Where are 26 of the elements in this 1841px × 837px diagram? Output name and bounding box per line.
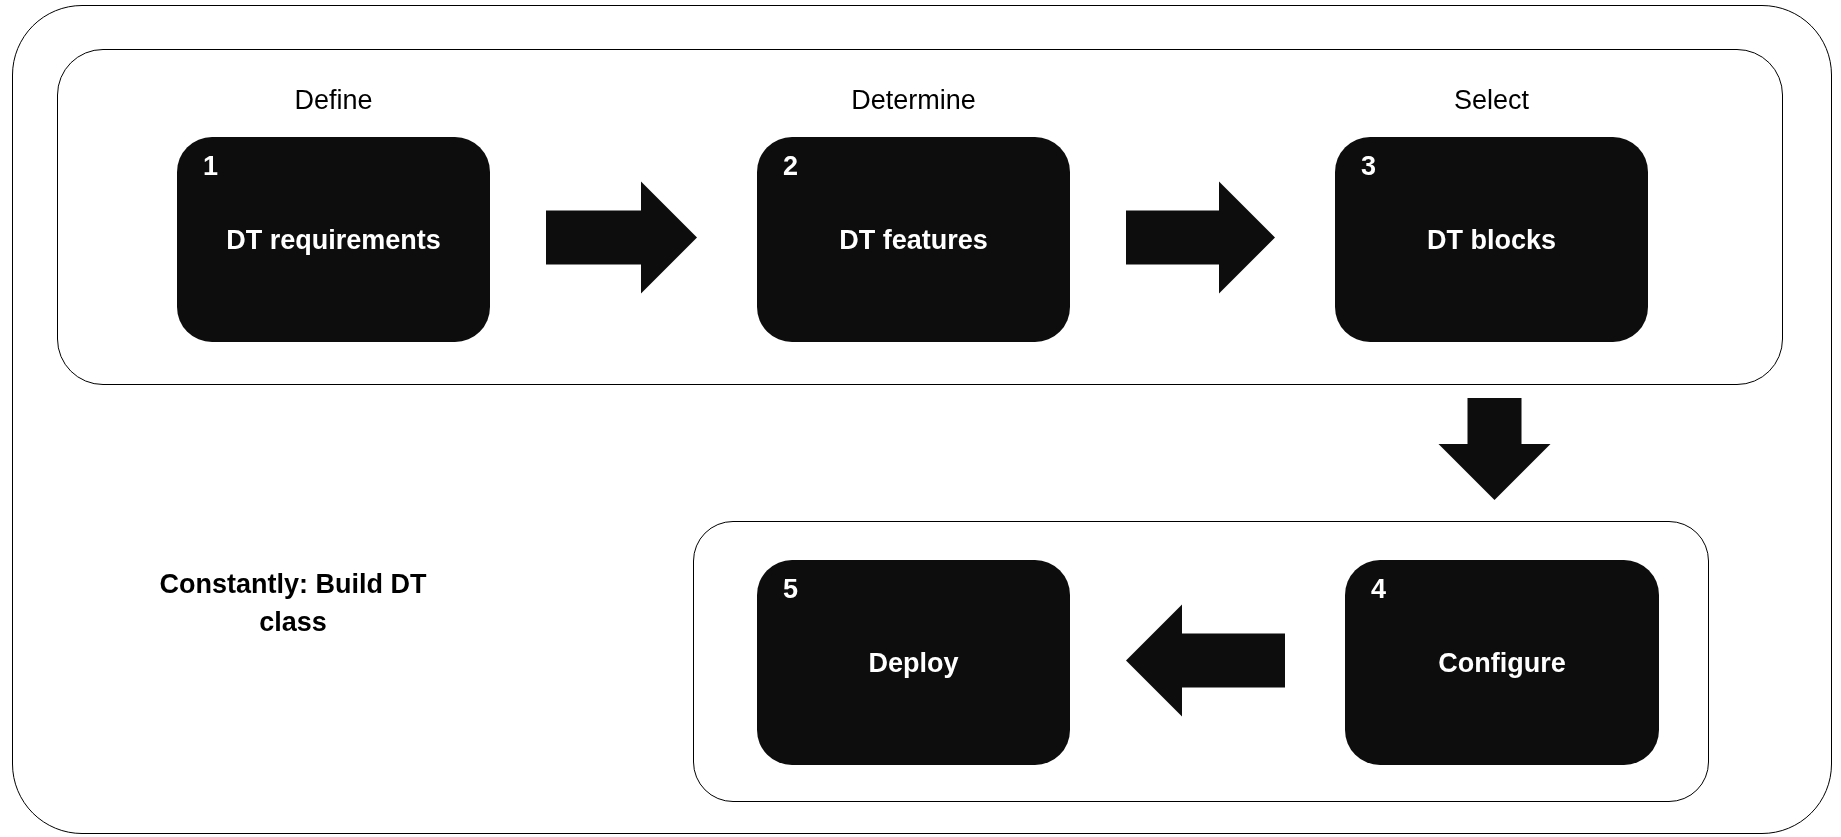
outer-frame	[12, 5, 1832, 834]
process-box	[757, 560, 1070, 765]
block-arrow	[1126, 181, 1275, 294]
step-number: 2	[783, 151, 799, 182]
note-text: Constantly: Build DT class	[158, 568, 428, 639]
process-box	[757, 137, 1070, 342]
process-box	[1335, 137, 1648, 342]
process-box	[1345, 560, 1659, 765]
step-number: 1	[203, 151, 219, 182]
block-arrow	[1438, 398, 1551, 500]
block-arrow	[546, 181, 697, 294]
step-heading: Determine	[850, 85, 977, 116]
step-heading: Select	[1452, 85, 1530, 116]
step-label: Deploy	[867, 646, 960, 680]
step-number: 3	[1361, 151, 1377, 182]
group-frame	[693, 521, 1709, 802]
step-heading: Define	[293, 85, 374, 116]
step-label: DT features	[838, 223, 989, 257]
step-label: DT blocks	[1426, 223, 1557, 257]
group-frame	[57, 49, 1783, 385]
step-number: 5	[783, 574, 799, 605]
block-arrow	[1126, 604, 1285, 717]
process-box	[177, 137, 490, 342]
step-label: Configure	[1437, 646, 1567, 680]
step-number: 4	[1371, 574, 1387, 605]
step-label: DT requirements	[225, 223, 442, 257]
